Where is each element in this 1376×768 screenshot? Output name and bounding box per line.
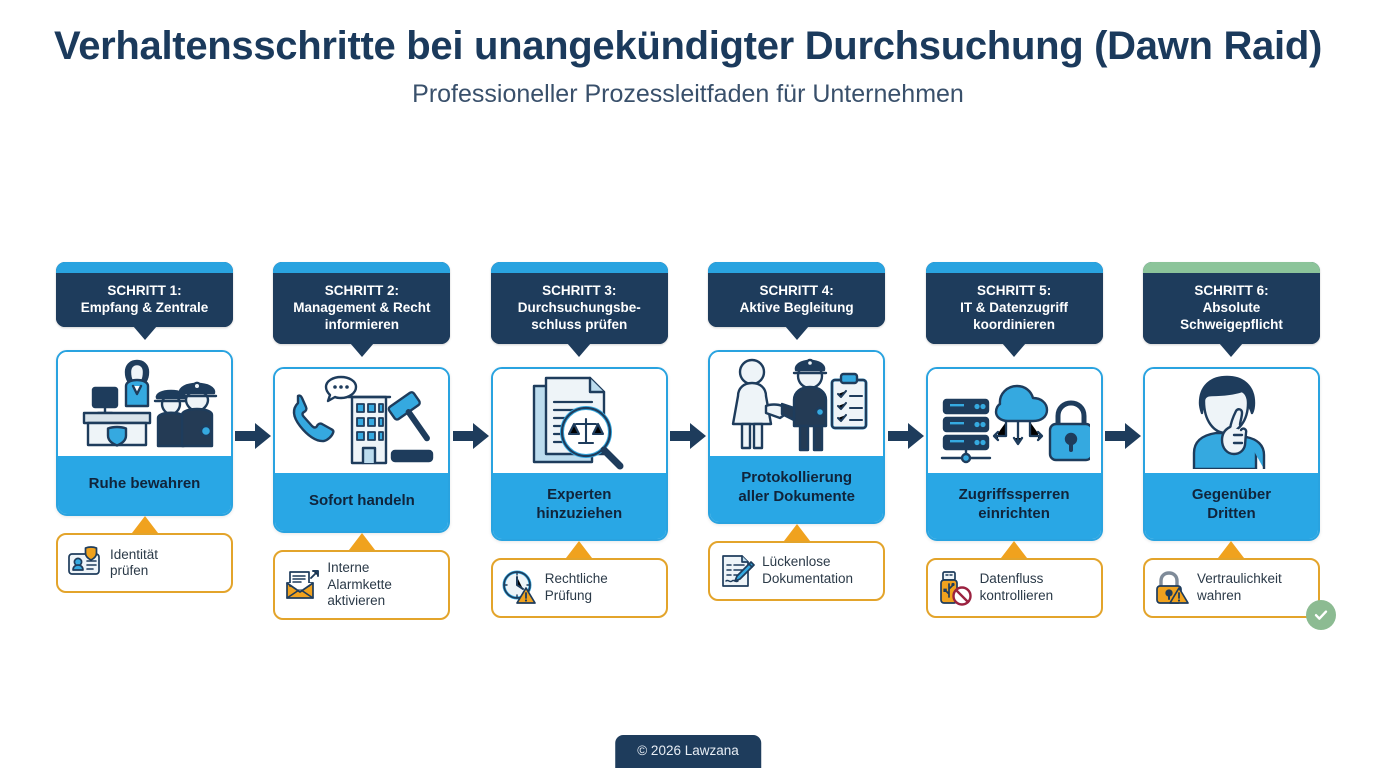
page-title: Verhaltensschritte bei unangekündigter D… bbox=[54, 24, 1322, 68]
reception-desk-police-icon bbox=[58, 352, 231, 457]
process-step-1: SCHRITT 1:Empfang & Zentrale Ruhe bewahr… bbox=[56, 262, 233, 594]
process-flow: SCHRITT 1:Empfang & Zentrale Ruhe bewahr… bbox=[56, 262, 1336, 630]
step-header-stripe bbox=[273, 262, 451, 273]
step-header-stripe bbox=[56, 262, 233, 273]
flow-arrow-4 bbox=[885, 419, 927, 453]
footer-copyright: © 2026 Lawzana bbox=[615, 735, 761, 768]
step-card-1: Ruhe bewahren bbox=[56, 350, 233, 517]
clock-warning-icon bbox=[502, 570, 538, 606]
person-finger-to-lips-icon bbox=[1144, 369, 1318, 474]
step-header-label: SCHRITT 1:Empfang & Zentrale bbox=[56, 273, 233, 328]
step-header-stripe bbox=[925, 262, 1103, 273]
note-connector-arrow bbox=[131, 516, 158, 534]
step-label-2: Sofort handeln bbox=[275, 473, 449, 532]
note-connector-arrow bbox=[783, 523, 810, 541]
step-header-1: SCHRITT 1:Empfang & Zentrale bbox=[56, 262, 233, 341]
step-header-label: SCHRITT 3:Durchsuchungsbe-schluss prüfen bbox=[490, 273, 668, 345]
documents-magnifier-scales-icon bbox=[492, 369, 666, 474]
flow-arrow-1 bbox=[232, 419, 274, 453]
step-header-pointer bbox=[1002, 343, 1027, 358]
step-header-stripe bbox=[708, 262, 886, 273]
phone-building-gavel-icon bbox=[275, 369, 449, 474]
handshake-officer-clipboard-icon bbox=[710, 352, 884, 457]
padlock-warning-icon bbox=[1154, 570, 1190, 606]
document-pen-icon bbox=[719, 553, 756, 589]
note-connector-arrow bbox=[1218, 540, 1245, 558]
flow-arrow-2 bbox=[450, 419, 492, 453]
step-header-stripe bbox=[490, 262, 668, 273]
step-card-2: Sofort handeln bbox=[273, 367, 451, 534]
note-connector-arrow bbox=[566, 540, 593, 558]
step-header-label: SCHRITT 4:Aktive Begleitung bbox=[708, 273, 886, 328]
step-header-pointer bbox=[1219, 343, 1244, 358]
flow-arrow-3 bbox=[667, 419, 709, 453]
completion-check-icon bbox=[1305, 599, 1336, 630]
usb-blocked-icon bbox=[937, 570, 973, 606]
flow-arrow-5 bbox=[1102, 419, 1144, 453]
step-header-pointer bbox=[349, 343, 374, 358]
server-cloud-lock-icon bbox=[927, 369, 1101, 474]
step-header-pointer bbox=[567, 343, 592, 358]
title-block: Verhaltensschritte bei unangekündigter D… bbox=[0, 24, 1376, 109]
step-header-stripe bbox=[1142, 262, 1320, 273]
step-header-3: SCHRITT 3:Durchsuchungsbe-schluss prüfen bbox=[490, 262, 668, 358]
note-connector-arrow bbox=[1001, 540, 1028, 558]
page-subtitle: Professioneller Prozessleitfaden für Unt… bbox=[412, 79, 964, 108]
envelope-arrow-icon bbox=[284, 567, 320, 603]
process-step-3: SCHRITT 3:Durchsuchungsbe-schluss prüfen… bbox=[490, 262, 668, 618]
id-badge-shield-icon bbox=[67, 545, 103, 581]
step-header-pointer bbox=[784, 326, 809, 341]
step-label-1: Ruhe bewahren bbox=[58, 456, 231, 515]
note-connector-arrow bbox=[348, 533, 375, 551]
step-header-pointer bbox=[132, 326, 157, 341]
step-header-4: SCHRITT 4:Aktive Begleitung bbox=[708, 262, 886, 341]
process-step-4: SCHRITT 4:Aktive Begleitung Protokollier… bbox=[708, 262, 886, 601]
